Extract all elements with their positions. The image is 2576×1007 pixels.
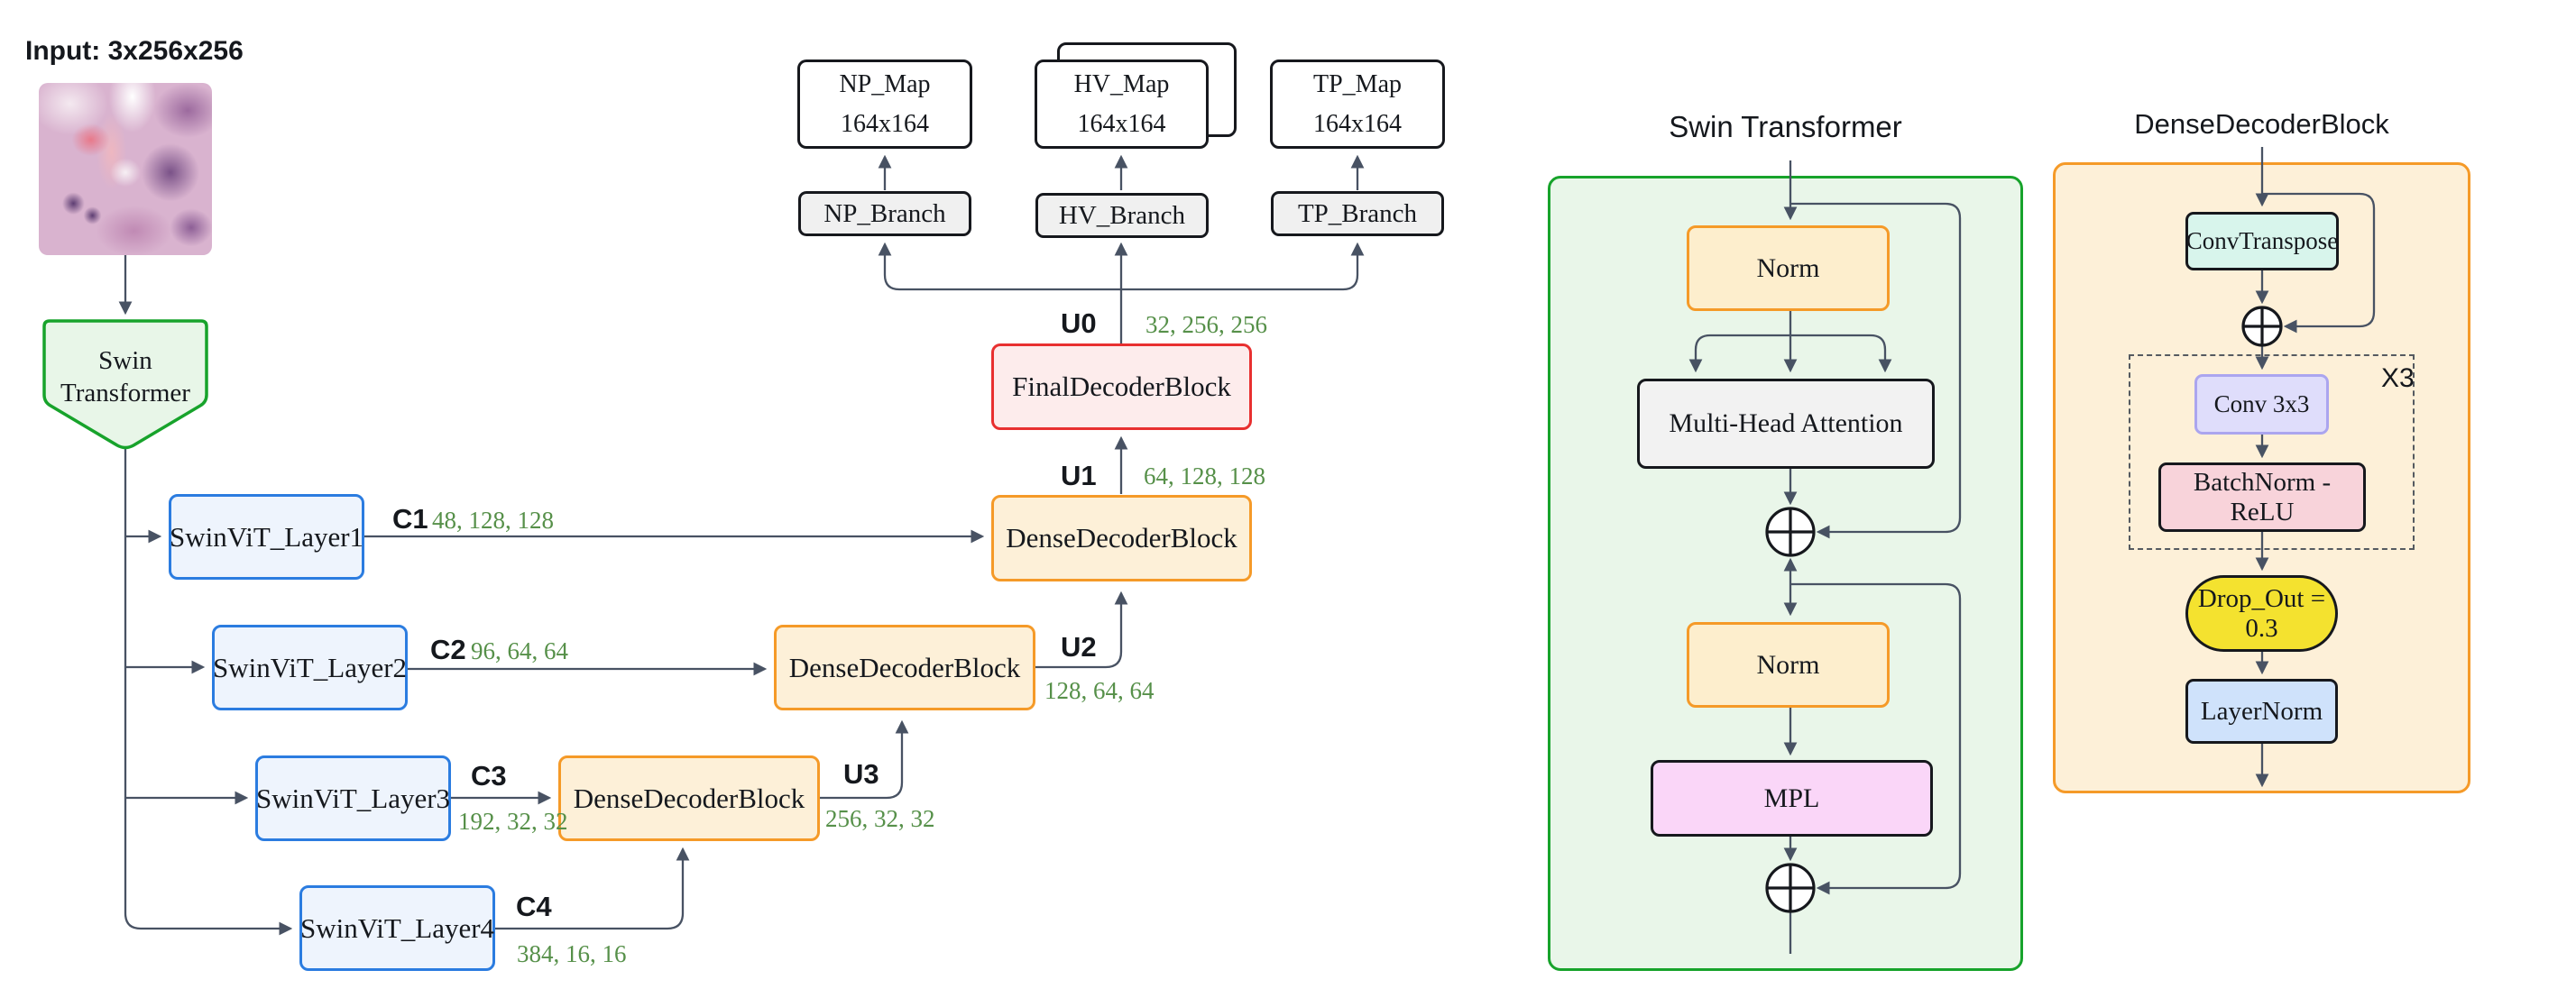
u0-dims: 32, 256, 256 bbox=[1145, 311, 1267, 338]
dropout-label: Drop_Out = 0.3 bbox=[2197, 583, 2326, 643]
layernorm-label: LayerNorm bbox=[2200, 696, 2323, 726]
dropout-box: Drop_Out = 0.3 bbox=[2185, 575, 2338, 652]
hv-map-box: HV_Map 164x164 bbox=[1035, 60, 1209, 149]
swinvit-layer4-label: SwinViT_Layer4 bbox=[299, 911, 495, 944]
dense-decoder-block-2: DenseDecoderBlock bbox=[774, 625, 1035, 710]
c3-label: C3 bbox=[471, 760, 507, 792]
tp-map-box: TP_Map 164x164 bbox=[1270, 60, 1445, 149]
hv-map-label: HV_Map bbox=[1073, 70, 1170, 99]
multi-head-attention-label: Multi-Head Attention bbox=[1669, 408, 1903, 438]
dense-decoder-block-1: DenseDecoderBlock bbox=[991, 495, 1252, 581]
u2-label: U2 bbox=[1061, 631, 1097, 663]
swinvit-layer2-label: SwinViT_Layer2 bbox=[212, 651, 408, 683]
tp-branch-box: TP_Branch bbox=[1271, 191, 1444, 236]
repeat-x3-group-box bbox=[2129, 354, 2415, 550]
u1-dims: 64, 128, 128 bbox=[1144, 462, 1265, 490]
c4-dims: 384, 16, 16 bbox=[517, 940, 627, 967]
batchnorm-relu-box: BatchNorm - ReLU bbox=[2158, 462, 2366, 532]
swinvit-layer3-label: SwinViT_Layer3 bbox=[255, 782, 451, 814]
c3-dims: 192, 32, 32 bbox=[458, 808, 568, 835]
swinvit-layer1-box: SwinViT_Layer1 bbox=[169, 494, 364, 580]
c1-dims: 48, 128, 128 bbox=[432, 507, 554, 534]
tp-branch-label: TP_Branch bbox=[1297, 198, 1418, 228]
final-decoder-block: FinalDecoderBlock bbox=[991, 343, 1252, 430]
conv-3x3-label: Conv 3x3 bbox=[2213, 390, 2310, 417]
np-map-box: NP_Map 164x164 bbox=[797, 60, 972, 149]
u1-label: U1 bbox=[1061, 460, 1097, 491]
ddb1-label: DenseDecoderBlock bbox=[1006, 522, 1237, 554]
swin-panel-title: Swin Transformer bbox=[1669, 110, 1902, 143]
backbone-label: Swin Transformer bbox=[44, 344, 207, 410]
u0-label: U0 bbox=[1061, 307, 1097, 339]
c4-label: C4 bbox=[516, 891, 552, 922]
np-branch-box: NP_Branch bbox=[798, 191, 971, 236]
dense-decoder-block-3: DenseDecoderBlock bbox=[558, 755, 820, 841]
hv-branch-label: HV_Branch bbox=[1058, 200, 1186, 230]
c2-dims: 96, 64, 64 bbox=[471, 637, 568, 664]
np-map-label: NP_Map bbox=[839, 70, 931, 99]
final-decoder-label: FinalDecoderBlock bbox=[1012, 371, 1231, 402]
swin-norm2-label: Norm bbox=[1756, 649, 1820, 680]
swinvit-layer3-box: SwinViT_Layer3 bbox=[255, 755, 451, 841]
conv-3x3-box: Conv 3x3 bbox=[2194, 374, 2329, 435]
tp-map-label: TP_Map bbox=[1313, 70, 1402, 99]
repeat-x3-label: X3 bbox=[2381, 363, 2415, 393]
input-histology-image bbox=[39, 83, 212, 255]
backbone-label-line1: Swin bbox=[98, 346, 152, 375]
c2-label: C2 bbox=[430, 634, 466, 665]
multi-head-attention-box: Multi-Head Attention bbox=[1637, 379, 1935, 469]
swin-norm1-box: Norm bbox=[1687, 225, 1890, 311]
mpl-label: MPL bbox=[1763, 783, 1820, 813]
layernorm-box: LayerNorm bbox=[2185, 679, 2338, 744]
c1-label: C1 bbox=[392, 503, 428, 535]
dense-panel-title: DenseDecoderBlock bbox=[2134, 108, 2389, 140]
u3-label: U3 bbox=[843, 758, 879, 790]
swinvit-layer4-box: SwinViT_Layer4 bbox=[299, 885, 495, 971]
hv-branch-box: HV_Branch bbox=[1035, 193, 1209, 238]
np-branch-label: NP_Branch bbox=[823, 198, 946, 228]
ddb2-label: DenseDecoderBlock bbox=[788, 651, 1021, 683]
swin-norm1-label: Norm bbox=[1756, 252, 1820, 283]
batchnorm-relu-label: BatchNorm - ReLU bbox=[2193, 467, 2332, 526]
conv-transpose-label: ConvTranspose bbox=[2185, 227, 2339, 254]
input-label: Input: 3x256x256 bbox=[25, 36, 244, 66]
u2-dims: 128, 64, 64 bbox=[1044, 677, 1155, 704]
u3-dims: 256, 32, 32 bbox=[825, 805, 935, 832]
swin-norm2-box: Norm bbox=[1687, 622, 1890, 708]
np-map-size: 164x164 bbox=[841, 109, 929, 138]
tp-map-size: 164x164 bbox=[1313, 109, 1402, 138]
mpl-box: MPL bbox=[1651, 760, 1933, 837]
swinvit-layer1-label: SwinViT_Layer1 bbox=[169, 520, 364, 553]
swinvit-layer2-box: SwinViT_Layer2 bbox=[212, 625, 408, 710]
ddb3-label: DenseDecoderBlock bbox=[573, 782, 805, 814]
backbone-label-line2: Transformer bbox=[60, 379, 190, 408]
conv-transpose-box: ConvTranspose bbox=[2185, 212, 2339, 270]
hv-map-size: 164x164 bbox=[1077, 109, 1166, 138]
